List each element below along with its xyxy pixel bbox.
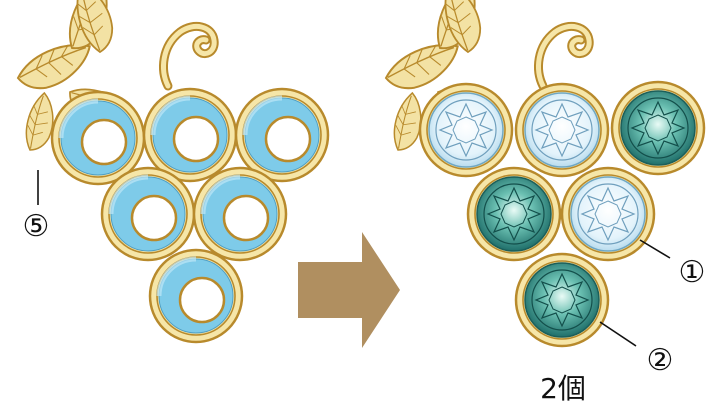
quantity-label: 2個: [540, 372, 586, 405]
callout-1-leader: [640, 240, 670, 258]
callout-1-label: ①: [679, 255, 706, 290]
gem-green-3: [516, 254, 608, 346]
gem-clear-1: [420, 84, 512, 176]
callout-2-label: ②: [647, 343, 674, 378]
callout-5-label: ⑤: [23, 209, 50, 244]
gem-green-1: [612, 82, 704, 174]
tendril-right: [539, 26, 590, 86]
setting-5: [194, 168, 286, 260]
gem-clear-2: [516, 84, 608, 176]
setting-2: [144, 89, 236, 181]
gem-green-2: [468, 168, 560, 260]
gem-clear-3: [562, 168, 654, 260]
tendril: [164, 26, 215, 86]
callout-2-leader: [600, 322, 636, 346]
right-brooch: ① ② 2個: [381, 0, 706, 405]
setting-3: [236, 89, 328, 181]
transform-arrow: [298, 232, 400, 348]
setting-4: [102, 168, 194, 260]
left-brooch: ⑤: [13, 0, 328, 342]
setting-1: [52, 92, 144, 184]
setting-6: [150, 250, 242, 342]
